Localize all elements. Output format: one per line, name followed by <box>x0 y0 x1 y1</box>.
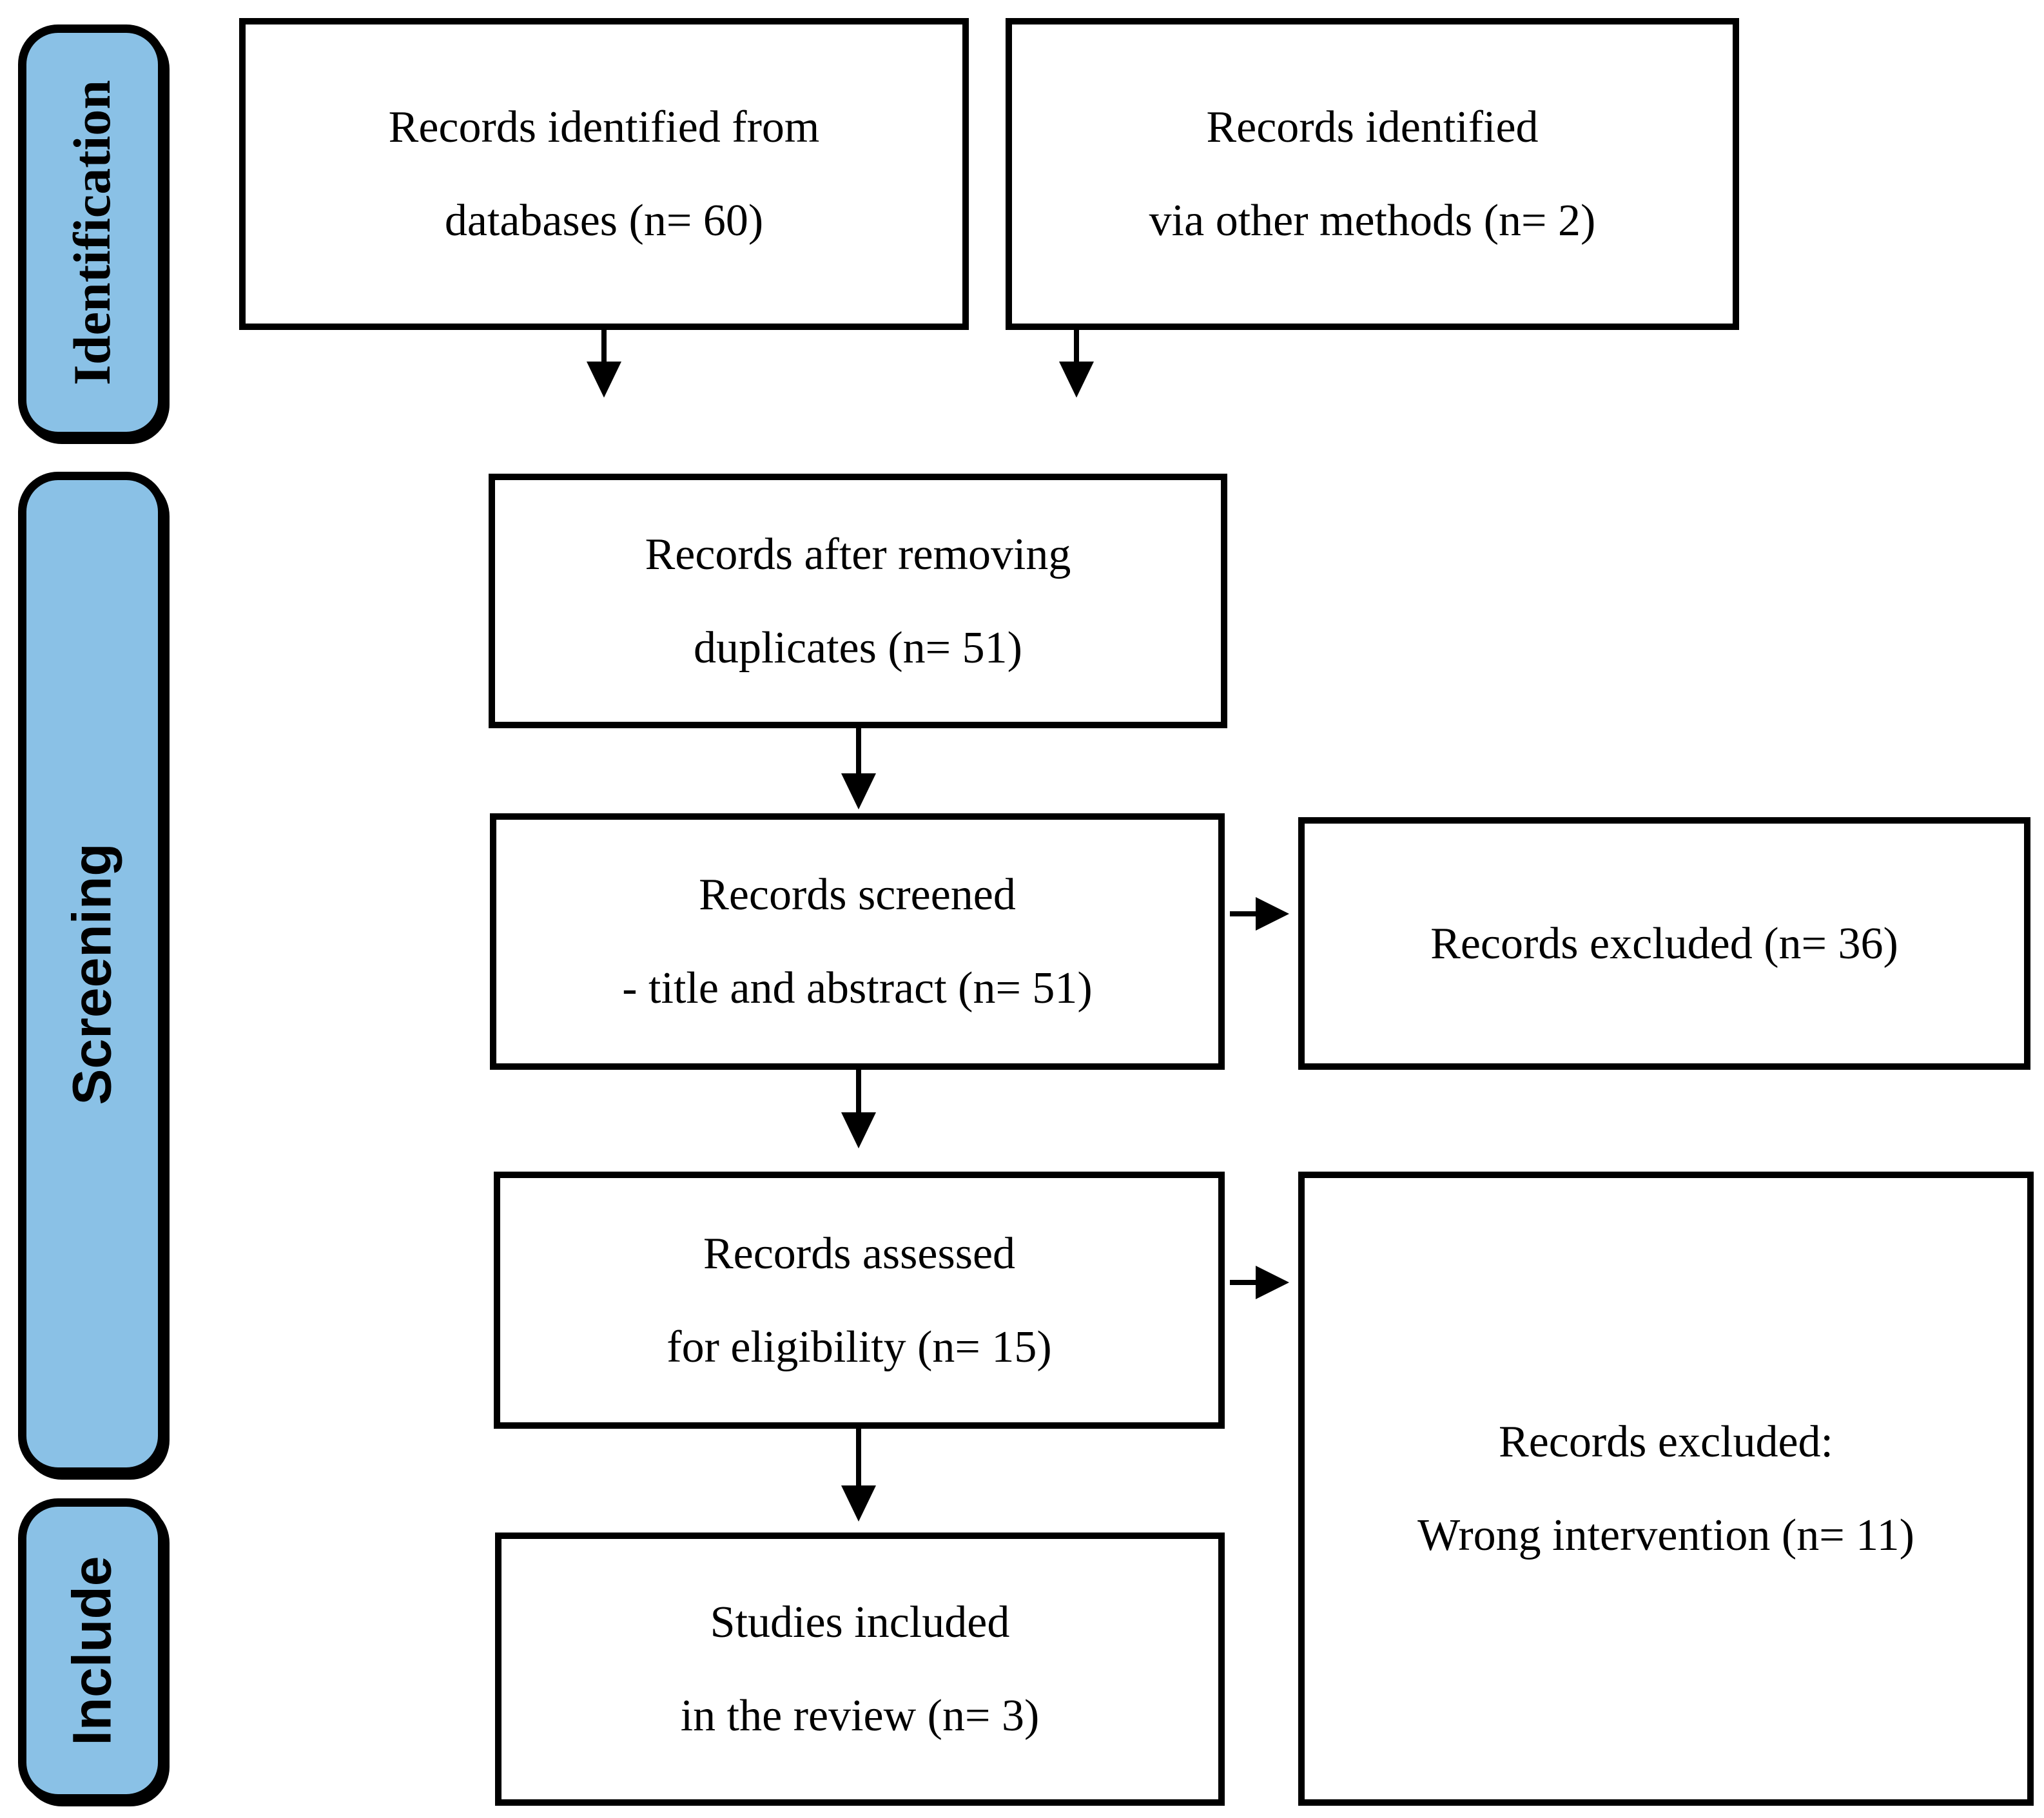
box-text-line: in the review (n= 3) <box>680 1691 1040 1741</box>
records-assessed-eligibility-box: Records assessed for eligibility (n= 15) <box>494 1172 1225 1429</box>
stage-screening-label: Screening <box>61 842 122 1105</box>
box-text-line: Records identified from <box>388 102 820 152</box>
box-text-line: Records excluded: <box>1499 1417 1833 1467</box>
arrow-head-down-icon <box>841 1485 876 1522</box>
stage-identification: Identification <box>18 24 166 440</box>
box-text-line: Records identified <box>1206 102 1539 152</box>
studies-included-box: Studies included in the review (n= 3) <box>495 1533 1225 1806</box>
box-text-line: duplicates (n= 51) <box>694 623 1022 673</box>
box-text-line: databases (n= 60) <box>444 196 764 246</box>
arrow-stem <box>1230 911 1256 916</box>
stage-include: Include <box>18 1498 166 1803</box>
arrow-other-methods-to-duplicates <box>1059 325 1094 398</box>
arrow-stem <box>1074 325 1079 364</box>
records-identified-databases-box: Records identified from databases (n= 60… <box>239 18 969 330</box>
arrow-screened-to-excluded <box>1230 897 1289 931</box>
box-text-line: for eligibility (n= 15) <box>667 1322 1052 1372</box>
box-text-line: Records assessed <box>703 1228 1016 1279</box>
box-text-line: via other methods (n= 2) <box>1149 196 1596 246</box>
arrow-head-down-icon <box>1059 362 1094 398</box>
box-text-line: Records screened <box>699 870 1016 920</box>
stage-include-label: Include <box>61 1555 122 1746</box>
arrow-head-down-icon <box>841 1112 876 1148</box>
arrow-head-down-icon <box>841 773 876 809</box>
box-text-line: Wrong intervention (n= 11) <box>1417 1511 1914 1560</box>
arrow-stem <box>601 325 607 364</box>
records-identified-other-methods-box: Records identified via other methods (n=… <box>1006 18 1739 330</box>
arrow-stem <box>856 724 861 775</box>
arrow-screened-to-assessed <box>841 1066 876 1148</box>
arrow-head-right-icon <box>1256 897 1289 931</box>
box-text-line: Records excluded (n= 36) <box>1430 918 1898 969</box>
arrow-assessed-to-excluded <box>1230 1266 1289 1299</box>
box-text-line: Records after removing <box>645 529 1071 579</box>
records-excluded-screening-box: Records excluded (n= 36) <box>1298 817 2030 1070</box>
arrow-assessed-to-included <box>841 1425 876 1522</box>
arrow-head-down-icon <box>587 362 621 398</box>
stage-identification-label: Identification <box>63 79 122 385</box>
records-excluded-wrong-intervention-box: Records excluded: Wrong intervention (n=… <box>1298 1172 2034 1806</box>
arrow-stem <box>856 1066 861 1114</box>
arrow-head-right-icon <box>1256 1266 1289 1299</box>
stage-screening: Screening <box>18 472 166 1476</box>
records-after-duplicates-box: Records after removing duplicates (n= 51… <box>489 474 1227 728</box>
box-text-line: - title and abstract (n= 51) <box>622 963 1093 1013</box>
arrow-databases-to-duplicates <box>587 325 621 398</box>
box-text-line: Studies included <box>710 1598 1010 1647</box>
arrow-duplicates-to-screened <box>841 724 876 809</box>
arrow-stem <box>856 1425 861 1487</box>
arrow-stem <box>1230 1280 1256 1285</box>
records-screened-box: Records screened - title and abstract (n… <box>490 813 1225 1070</box>
